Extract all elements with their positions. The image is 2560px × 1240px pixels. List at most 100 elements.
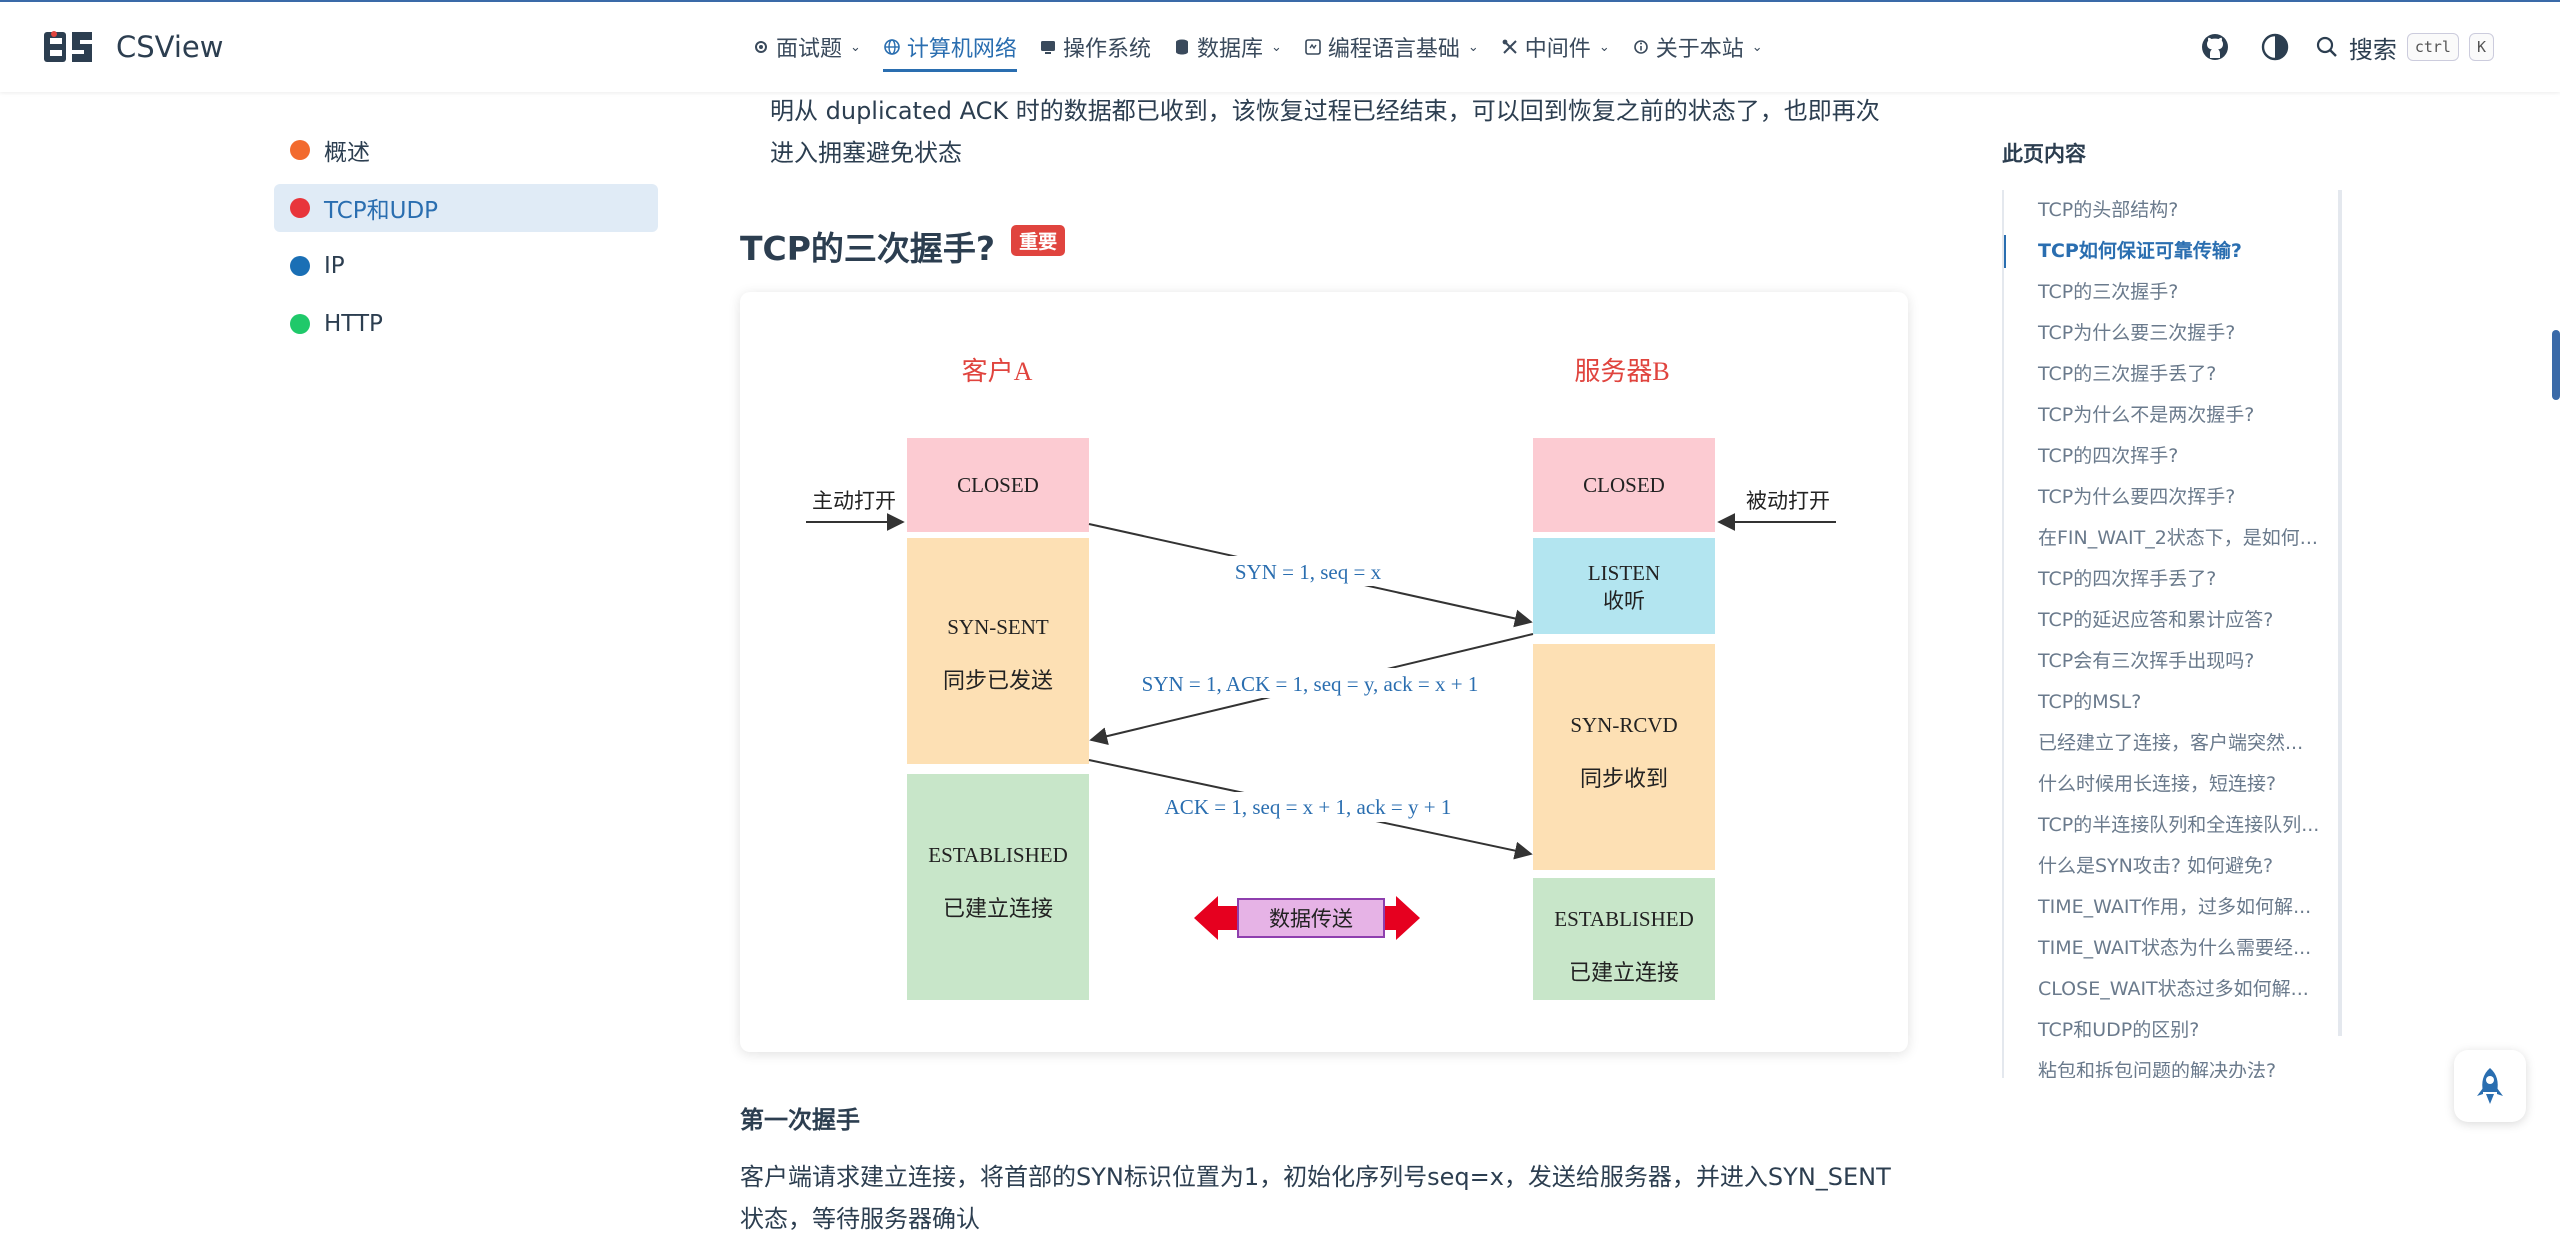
ack-label: ACK = 1, seq = x + 1, ack = y + 1 [1165,795,1452,819]
sidebar-item-label: TCP和UDP [324,198,439,224]
toc-item[interactable]: 粘包和拆包问题的解决办法? [2038,1060,2277,1078]
nav-item-label: 计算机网络 [906,37,1017,62]
nav-item-database[interactable]: 数据库 ⌄ [1173,2,1282,92]
search-icon [2316,36,2337,57]
server-syn-rcvd-cn: 同步收到 [1580,766,1668,791]
toc-item[interactable]: CLOSE_WAIT状态过多如何解... [2038,978,2309,1000]
nav-item-language[interactable]: 编程语言基础 ⌄ [1304,2,1479,92]
chevron-down-icon: ⌄ [1467,39,1479,55]
gear-icon [755,41,767,53]
blue-dot-icon [290,256,310,276]
client-established-cn: 已建立连接 [943,896,1053,921]
chevron-down-icon: ⌄ [1751,39,1763,55]
code-icon [1305,39,1321,55]
handshake-svg: 客户A 服务器B CLOSED SYN-SENT 同步已发送 ESTABLISH… [806,357,1836,1000]
kbd-ctrl: ctrl [2406,33,2459,61]
syn-ack-label-bg [1134,668,1492,698]
sidebar-item-label: HTTP [324,311,383,337]
nav-item-label: 面试题 [776,37,843,62]
toc-item[interactable]: TCP的三次握手丢了? [2038,363,2217,385]
green-dot-icon [290,314,310,334]
sidebar-item-tcp-udp[interactable]: TCP和UDP [274,184,658,232]
toc-item[interactable]: 已经建立了连接，客户端突然... [2038,732,2304,754]
toc-title: 此页内容 [2002,142,2086,166]
sidebar-item-label: IP [324,253,345,279]
toc-item[interactable]: TCP的延迟应答和累计应答? [2038,609,2274,631]
toc-item[interactable]: TIME_WAIT作用，过多如何解... [2038,896,2312,918]
sidebar-item-ip[interactable]: IP [274,242,658,290]
client-title: 客户A [962,357,1033,386]
toc-item[interactable]: TCP为什么要四次挥手? [2038,486,2236,508]
toc-item[interactable]: 什么时候用长连接，短连接? [2038,773,2277,795]
sidebar-item-overview[interactable]: 概述 [274,126,658,174]
nav-right: 搜索 ctrl K [2195,2,2560,92]
important-badge: 重要 [1011,224,1066,256]
syn-label-bg [1224,556,1452,586]
globe-icon [884,39,900,55]
server-listen-box [1533,538,1715,634]
sidebar-item-label: 概述 [324,140,370,166]
monitor-icon [1040,41,1055,54]
toc-item[interactable]: TCP的三次握手? [2038,281,2179,303]
brand[interactable]: CSView [42,28,223,66]
toc-item-active[interactable]: TCP如何保证可靠传输? [2004,231,2340,272]
toc-item[interactable]: TIME_WAIT状态为什么需要经... [2038,937,2312,959]
toc-item[interactable]: TCP会有三次挥手出现吗? [2038,650,2255,672]
toc-item[interactable]: TCP和UDP的区别? [2038,1019,2200,1041]
sidebar-item-http[interactable]: HTTP [274,300,658,348]
theme-toggle[interactable] [2255,27,2295,67]
tcp-handshake-diagram: 客户A 服务器B CLOSED SYN-SENT 同步已发送 ESTABLISH… [740,292,1908,1052]
heading-text: TCP的三次握手? [740,229,996,268]
github-icon [2201,34,2228,60]
brand-name: CSView [116,30,224,64]
nav-item-about[interactable]: 关于本站 ⌄ [1632,2,1763,92]
paragraph-top: 明从 duplicated ACK 时的数据都已收到，该恢复过程已经结束，可以回… [770,97,1880,167]
back-to-top-button[interactable] [2454,1050,2526,1122]
github-link[interactable] [2195,27,2235,67]
toc-item[interactable]: TCP的头部结构? [2038,199,2179,221]
nav-item-os[interactable]: 操作系统 [1039,2,1151,92]
chevron-down-icon: ⌄ [1598,39,1610,55]
ack-label-bg [1152,792,1462,822]
red-dot-icon [290,198,310,218]
toc-item[interactable]: TCP为什么不是两次握手? [2038,404,2255,426]
kbd-k: K [2468,33,2494,61]
client-syn-sent-cn: 同步已发送 [943,668,1053,693]
toc-item[interactable]: TCP的MSL? [2038,691,2142,713]
active-open-label: 主动打开 [812,489,896,513]
toc-item[interactable]: TCP为什么要三次握手? [2038,322,2236,344]
chevron-down-icon: ⌄ [850,39,861,55]
main-nav: 面试题 ⌄ 计算机网络 操作系统 数据库 ⌄ 编程语言基础 ⌄ 中间件 ⌄ [752,2,1785,92]
paragraph-bottom: 客户端请求建立连接，将首部的SYN标识位置为1，初始化序列号seq=x，发送给服… [740,1163,1891,1233]
database-icon [1175,39,1188,55]
server-listen-cn: 收听 [1603,589,1645,613]
logo-icon [44,31,92,62]
nav-item-label: 中间件 [1524,37,1591,62]
nav-item-network[interactable]: 计算机网络 [882,2,1017,92]
left-sidebar: 概述 TCP和UDP IP HTTP [274,126,658,358]
section-heading: TCP的三次握手? 重要 [740,222,1066,270]
client-established-label: ESTABLISHED [928,843,1067,867]
toc-item[interactable]: 在FIN_WAIT_2状态下，是如何... [2038,527,2318,549]
passive-open-label: 被动打开 [1746,489,1830,513]
data-transfer-box [1237,898,1385,938]
syn-label: SYN = 1, seq = x [1235,560,1382,584]
client-syn-sent-box [907,538,1089,764]
syn-ack-label: SYN = 1, ACK = 1, seq = y, ack = x + 1 [1142,672,1479,696]
page-scrollbar-thumb[interactable] [2552,330,2560,400]
info-icon [1633,40,1648,54]
nav-item-middleware[interactable]: 中间件 ⌄ [1501,2,1610,92]
toc-item[interactable]: TCP的半连接队列和全连接队列... [2038,814,2320,836]
client-closed-box [907,438,1089,532]
nav-item-interview[interactable]: 面试题 ⌄ [752,2,861,92]
table-of-contents: 此页内容 TCP的头部结构? TCP如何保证可靠传输? TCP的三次握手? TC… [2002,138,2342,1078]
search-label: 搜索 [2348,35,2397,64]
toc-item[interactable]: TCP的四次挥手丢了? [2038,568,2217,590]
data-transfer-label: 数据传送 [1269,907,1353,931]
search-button[interactable]: 搜索 ctrl K [2315,30,2494,65]
toc-item[interactable]: 什么是SYN攻击? 如何避免? [2038,855,2274,877]
server-established-cn: 已建立连接 [1569,960,1679,985]
toc-item[interactable]: TCP的四次挥手? [2038,445,2179,467]
server-title: 服务器B [1574,357,1669,386]
rocket-icon [2477,1068,2503,1104]
